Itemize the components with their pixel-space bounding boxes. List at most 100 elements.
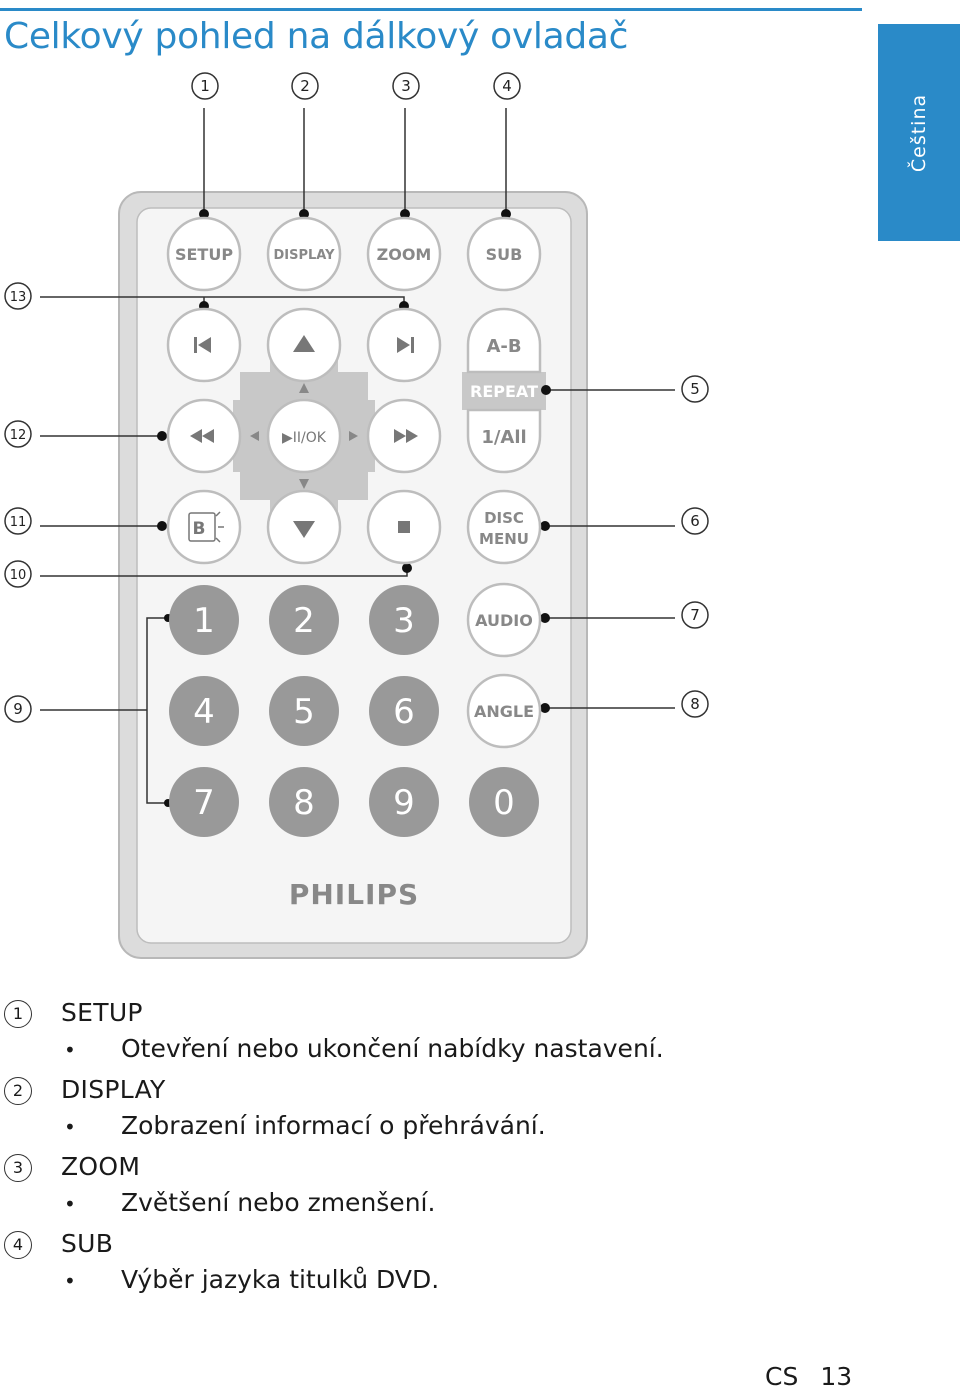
bullet: •: [64, 1192, 76, 1216]
sub-button[interactable]: SUB: [466, 216, 542, 292]
callout-4: 4: [493, 72, 521, 100]
disc-menu-button[interactable]: DISC MENU: [466, 489, 542, 565]
list-item: 4 SUB • Výběr jazyka titulků DVD.: [0, 1227, 960, 1304]
header-rule: [0, 8, 862, 11]
setup-button[interactable]: SETUP: [166, 216, 242, 292]
item-description: Otevření nebo ukončení nabídky nastavení…: [121, 1034, 664, 1063]
brightness-icon: [188, 512, 216, 542]
svg-text:5: 5: [690, 380, 700, 398]
page-number: 13: [820, 1362, 853, 1391]
callout-10: 10: [4, 560, 32, 588]
previous-icon: [194, 337, 211, 353]
digit-4-button[interactable]: 4: [169, 676, 239, 746]
digit-8-button[interactable]: 8: [269, 767, 339, 837]
svg-text:11: 11: [10, 515, 27, 530]
svg-text:ZOOM: ZOOM: [377, 245, 432, 264]
brightness-button[interactable]: B: [166, 489, 242, 565]
svg-text:13: 13: [10, 290, 27, 305]
svg-text:6: 6: [690, 512, 700, 530]
svg-text:A-B: A-B: [486, 336, 521, 357]
audio-button[interactable]: AUDIO: [466, 582, 542, 658]
callout-dots: [157, 209, 551, 807]
digit-3-button[interactable]: 3: [369, 585, 439, 655]
fast-forward-icon: [394, 429, 418, 443]
svg-text:8: 8: [293, 783, 315, 823]
repeat-all-button[interactable]: 1/All: [466, 408, 542, 474]
down-button[interactable]: [266, 489, 342, 565]
item-number: 2: [4, 1077, 32, 1105]
item-description: Zobrazení informací o přehrávání.: [121, 1111, 546, 1140]
footer-language: CS: [765, 1362, 799, 1391]
stop-button[interactable]: [366, 489, 442, 565]
svg-text:SUB: SUB: [486, 245, 523, 264]
svg-text:1: 1: [200, 77, 210, 95]
callout-2: 2: [291, 72, 319, 100]
fast-forward-button[interactable]: [366, 398, 442, 474]
callout-13: 13: [4, 282, 32, 310]
digit-5-button[interactable]: 5: [269, 676, 339, 746]
display-button[interactable]: DISPLAY: [266, 216, 342, 292]
bullet: •: [64, 1115, 76, 1139]
item-heading: ZOOM: [61, 1152, 141, 1181]
svg-text:5: 5: [293, 692, 315, 732]
item-heading: SETUP: [61, 998, 143, 1027]
bullet: •: [64, 1269, 76, 1293]
repeat-label: REPEAT: [470, 382, 538, 401]
rewind-icon: [190, 429, 214, 443]
svg-text:2: 2: [293, 601, 315, 641]
stop-icon: [398, 521, 410, 533]
digit-0-button[interactable]: 0: [469, 767, 539, 837]
digit-2-button[interactable]: 2: [269, 585, 339, 655]
item-heading: DISPLAY: [61, 1075, 166, 1104]
digit-6-button[interactable]: 6: [369, 676, 439, 746]
language-tab: Čeština: [878, 24, 960, 241]
digit-7-button[interactable]: 7: [169, 767, 239, 837]
digit-9-button[interactable]: 9: [369, 767, 439, 837]
callout-8: 8: [681, 690, 709, 718]
item-number: 3: [4, 1154, 32, 1182]
item-number: 1: [4, 1000, 32, 1028]
svg-text:4: 4: [193, 692, 215, 732]
arrow-down-icon: [293, 521, 315, 538]
next-button[interactable]: [366, 307, 442, 383]
svg-text:2: 2: [300, 77, 310, 95]
bullet: •: [64, 1038, 76, 1062]
callout-12: 12: [4, 420, 32, 448]
sun-rays-icon: [215, 511, 224, 543]
svg-text:MENU: MENU: [479, 530, 529, 548]
angle-button[interactable]: ANGLE: [466, 673, 542, 749]
svg-text:6: 6: [393, 692, 415, 732]
svg-text:12: 12: [10, 428, 27, 443]
svg-text:7: 7: [690, 606, 700, 624]
svg-text:3: 3: [401, 77, 411, 95]
svg-text:10: 10: [10, 568, 27, 583]
item-heading: SUB: [61, 1229, 114, 1258]
callout-3: 3: [392, 72, 420, 100]
item-number: 4: [4, 1231, 32, 1259]
svg-text:ANGLE: ANGLE: [474, 702, 534, 721]
svg-text:8: 8: [690, 695, 700, 713]
remote-diagram: 1 2 3 4 5 6 7 8 9 10 11 12 13 SETUP DISP…: [4, 72, 709, 959]
list-item: 3 ZOOM • Zvětšení nebo zmenšení.: [0, 1150, 960, 1227]
previous-button[interactable]: [166, 307, 242, 383]
zoom-button[interactable]: ZOOM: [366, 216, 442, 292]
arrow-up-icon: [293, 335, 315, 352]
callout-11: 11: [4, 507, 32, 535]
button-description-list: 1 SETUP • Otevření nebo ukončení nabídky…: [0, 996, 960, 1304]
digit-1-button[interactable]: 1: [169, 585, 239, 655]
callout-7: 7: [681, 601, 709, 629]
ab-button[interactable]: A-B: [466, 307, 542, 374]
dpad-small-arrows: [250, 383, 358, 489]
svg-text:0: 0: [493, 783, 515, 823]
page-footer: CS 13: [765, 1362, 852, 1391]
svg-text:AUDIO: AUDIO: [475, 611, 533, 630]
rewind-button[interactable]: [166, 398, 242, 474]
play-pause-ok-button[interactable]: ▶II/OK: [266, 398, 342, 474]
up-button[interactable]: [266, 307, 342, 383]
svg-text:3: 3: [393, 601, 415, 641]
svg-text:▶II/OK: ▶II/OK: [282, 430, 327, 446]
svg-text:1: 1: [193, 601, 215, 641]
svg-text:SETUP: SETUP: [175, 245, 233, 264]
next-icon: [397, 337, 414, 353]
svg-text:1/All: 1/All: [481, 427, 526, 448]
